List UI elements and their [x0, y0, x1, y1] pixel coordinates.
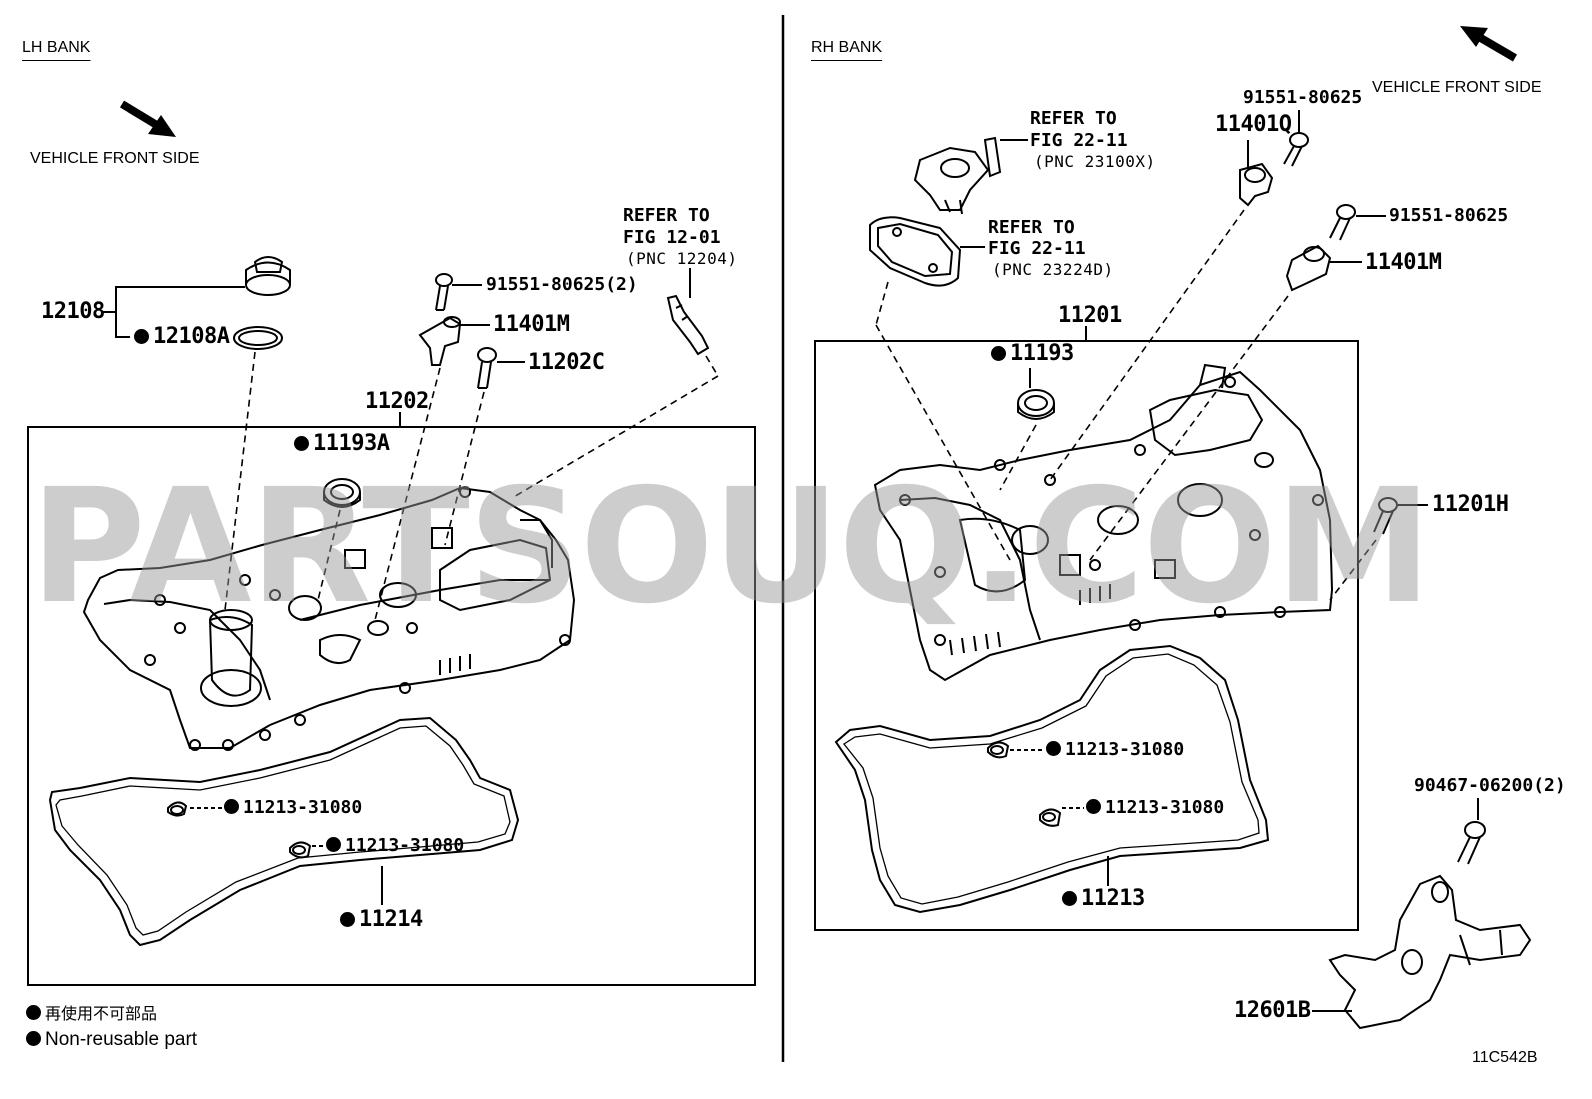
part-12108a: 12108A — [134, 326, 230, 348]
dashed-guides-rh — [875, 209, 1377, 601]
rh-bank-title: RH BANK — [811, 39, 883, 56]
gasket-11214-inner — [55, 725, 511, 936]
grommet-lh-1 — [167, 801, 188, 817]
rh-refer2-line-2: FIG 22-11 — [988, 238, 1086, 259]
seal-11193a — [323, 478, 361, 508]
gasket-11213 — [834, 644, 1270, 914]
bracket-23224d — [869, 216, 962, 287]
bolt-91551-rh-a — [1283, 132, 1309, 167]
part-11202: 11202 — [365, 389, 429, 414]
part-11401m-lh: 11401M — [493, 312, 570, 337]
sensor-11401m-lh — [418, 316, 462, 366]
part-91551-rh-b: 91551-80625 — [1389, 205, 1509, 226]
rh-refer1-line-2: FIG 22-11 — [1030, 130, 1128, 151]
watermark: PARTSOUQ.COM — [30, 455, 1432, 639]
lh-assembly-frame — [27, 426, 756, 986]
rh-front-arrow-icon — [1460, 26, 1518, 62]
rh-refer1-line-1: REFER TO — [1030, 108, 1117, 129]
gasket-11213-inner — [843, 653, 1260, 905]
part-11202c: 11202C — [528, 350, 605, 375]
part-11214: 11214 — [340, 909, 423, 931]
lh-vehicle-front-label: VEHICLE FRONT SIDE — [30, 150, 200, 167]
cap-gasket — [233, 326, 283, 350]
part-11201: 11201 — [1058, 303, 1122, 328]
part-11213-lh-2: 11213-31080 — [326, 837, 464, 855]
part-11193a: 11193A — [294, 433, 390, 455]
sensor-11401q — [1239, 162, 1274, 207]
part-11401q: 11401Q — [1215, 112, 1292, 137]
lh-bank-title: LH BANK — [22, 39, 91, 56]
bracket-12108 — [102, 286, 245, 338]
part-11213-rh-1: 11213-31080 — [1046, 741, 1184, 759]
cylinder-head-cover-lh — [82, 486, 576, 751]
rh-refer2-line-1: REFER TO — [988, 217, 1075, 238]
gasket-11214 — [48, 716, 520, 947]
legend-japanese: 再使用不可部品 — [26, 1005, 157, 1023]
bolt-91551-lh — [435, 273, 453, 311]
bolt-11201h — [1373, 497, 1398, 535]
part-11201h: 11201H — [1432, 492, 1509, 517]
part-91551-rh-a: 91551-80625 — [1243, 87, 1363, 108]
legend-english: Non-reusable part — [26, 1030, 197, 1049]
part-11213-lh-1: 11213-31080 — [224, 799, 362, 817]
part-11401m-rh: 11401M — [1365, 250, 1442, 275]
rh-vehicle-front-label: VEHICLE FRONT SIDE — [1372, 79, 1542, 96]
lh-refer-line-1: REFER TO — [623, 205, 710, 226]
part-90467: 90467-06200(2) — [1414, 775, 1566, 796]
seal-11193 — [1017, 389, 1055, 420]
lh-front-arrow-icon — [119, 100, 176, 137]
part-11213-rh-2: 11213-31080 — [1086, 799, 1224, 817]
figure-code: 11C542B — [1472, 1049, 1538, 1066]
grommet-rh-2 — [1039, 808, 1062, 827]
pcv-valve-lh — [666, 294, 710, 356]
rh-refer2-line-3: (PNC 23224D) — [992, 260, 1114, 279]
bolt-91551-rh-b — [1329, 204, 1356, 241]
bolt-90467 — [1457, 821, 1486, 865]
lh-refer-line-2: FIG 12-01 — [623, 227, 721, 248]
rh-refer1-line-3: (PNC 23100X) — [1034, 152, 1156, 171]
vsv-23100x — [913, 136, 1002, 215]
part-11193: 11193 — [991, 343, 1074, 365]
cylinder-head-cover-rh — [873, 363, 1334, 682]
part-12601b: 12601B — [1234, 998, 1311, 1023]
part-91551-lh: 91551-80625(2) — [486, 274, 638, 295]
grommet-lh-2 — [289, 841, 312, 859]
oil-filler-cap — [245, 256, 291, 296]
bolt-11202c — [477, 347, 497, 389]
part-12108: 12108 — [41, 299, 105, 324]
sensor-11401m-rh — [1285, 244, 1332, 292]
part-11213-rh: 11213 — [1062, 888, 1145, 910]
engine-hanger-12601b — [1328, 874, 1532, 1030]
lh-refer-line-3: (PNC 12204) — [626, 249, 738, 268]
grommet-rh-1 — [987, 741, 1010, 759]
